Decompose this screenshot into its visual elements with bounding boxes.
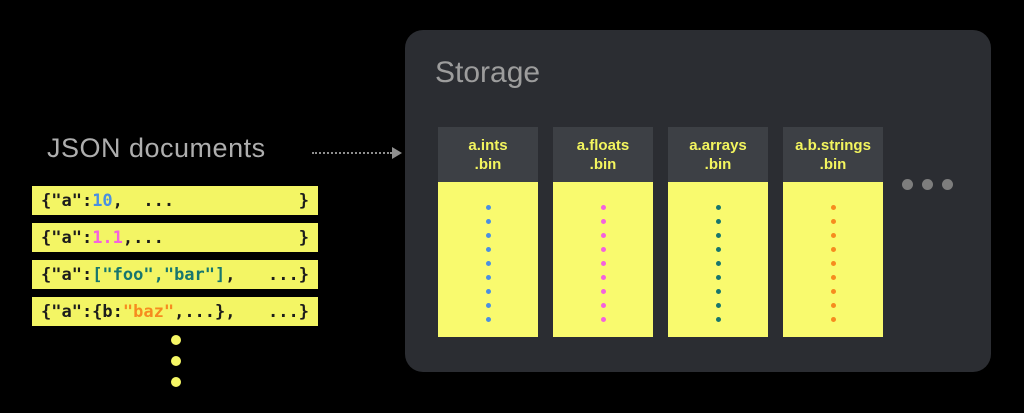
- data-dot: [715, 233, 721, 238]
- data-dot: [600, 261, 606, 266]
- data-dot: [600, 303, 606, 308]
- code-suffix: ,: [225, 264, 236, 285]
- data-dot: [600, 219, 606, 224]
- code-prefix: {"a":: [41, 264, 93, 285]
- data-dot: [715, 247, 721, 252]
- file-name-line2: .bin: [589, 155, 617, 173]
- storage-title: Storage: [435, 56, 541, 89]
- data-dot: [600, 275, 606, 280]
- data-dot: [715, 205, 721, 210]
- data-dot: [485, 247, 491, 252]
- code-suffix: , ...: [112, 190, 175, 211]
- json-document-row: {"a":["foo","bar"], ...}: [32, 260, 318, 289]
- storage-panel: Storage a.ints .bin a.floats .bin a.arra…: [405, 30, 991, 372]
- file-name-line2: .bin: [704, 155, 732, 173]
- json-documents-list: {"a":10, ... } {"a":1.1,... } {"a":["foo…: [32, 186, 318, 326]
- file-body: [783, 182, 883, 337]
- data-dot: [830, 205, 836, 210]
- data-dot: [715, 275, 721, 280]
- file-name-line1: a.arrays: [689, 136, 747, 154]
- data-dot: [830, 233, 836, 238]
- data-dot: [600, 317, 606, 322]
- file-name-line1: a.ints: [468, 136, 508, 154]
- ellipsis-dot: [922, 179, 933, 190]
- data-dot: [485, 317, 491, 322]
- data-dot: [600, 247, 606, 252]
- ellipsis-dot: [171, 377, 181, 387]
- json-document-row: {"a":10, ... }: [32, 186, 318, 215]
- arrow-json-to-storage: [312, 146, 406, 160]
- data-dot: [830, 219, 836, 224]
- data-dot: [715, 289, 721, 294]
- data-dot: [830, 317, 836, 322]
- data-dot: [715, 261, 721, 266]
- code-suffix: ,...: [122, 227, 164, 248]
- ellipsis-dot: [942, 179, 953, 190]
- code-value-int: 10: [92, 190, 113, 211]
- code-value-float: 1.1: [92, 227, 123, 248]
- data-dot: [830, 247, 836, 252]
- file-name-line2: .bin: [474, 155, 502, 173]
- code-value-string: "baz": [122, 301, 175, 322]
- arrow-head-icon: [392, 147, 402, 159]
- storage-files-row: a.ints .bin a.floats .bin a.arrays .bin …: [438, 127, 883, 337]
- data-dot: [485, 205, 491, 210]
- data-dot: [830, 303, 836, 308]
- ellipsis-dot: [171, 356, 181, 366]
- more-files-ellipsis: [902, 179, 953, 190]
- data-dot: [485, 289, 491, 294]
- data-dot: [715, 219, 721, 224]
- file-header: a.ints .bin: [438, 127, 538, 182]
- code-prefix: {"a":: [41, 190, 93, 211]
- more-documents-ellipsis: [171, 335, 181, 387]
- json-document-row: {"a":1.1,... }: [32, 223, 318, 252]
- data-dot: [485, 303, 491, 308]
- file-column-floats: a.floats .bin: [553, 127, 653, 337]
- file-name-line1: a.floats: [576, 136, 630, 154]
- code-suffix: ,...},: [174, 301, 236, 322]
- data-dot: [485, 261, 491, 266]
- code-closing-brace: ...}: [268, 264, 309, 285]
- code-closing-brace: }: [298, 190, 309, 211]
- code-value-array: ["foo","bar"]: [92, 264, 226, 285]
- data-dot: [715, 303, 721, 308]
- data-dot: [600, 289, 606, 294]
- file-name-line2: .bin: [819, 155, 847, 173]
- data-dot: [600, 233, 606, 238]
- arrow-dotted-line: [312, 152, 392, 154]
- file-header: a.arrays .bin: [668, 127, 768, 182]
- ellipsis-dot: [171, 335, 181, 345]
- data-dot: [485, 275, 491, 280]
- code-closing-brace: ...}: [268, 301, 309, 322]
- data-dot: [485, 219, 491, 224]
- file-body: [438, 182, 538, 337]
- file-name-line1: a.b.strings: [795, 136, 871, 154]
- file-header: a.floats .bin: [553, 127, 653, 182]
- file-body: [553, 182, 653, 337]
- code-prefix: {"a":: [41, 227, 93, 248]
- json-document-row: {"a":{b:"baz",...}, ...}: [32, 297, 318, 326]
- data-dot: [600, 205, 606, 210]
- file-header: a.b.strings .bin: [783, 127, 883, 182]
- data-dot: [830, 261, 836, 266]
- code-closing-brace: }: [298, 227, 309, 248]
- file-body: [668, 182, 768, 337]
- file-column-strings: a.b.strings .bin: [783, 127, 883, 337]
- data-dot: [715, 317, 721, 322]
- file-column-ints: a.ints .bin: [438, 127, 538, 337]
- json-documents-label: JSON documents: [47, 133, 266, 163]
- data-dot: [485, 233, 491, 238]
- ellipsis-dot: [902, 179, 913, 190]
- data-dot: [830, 289, 836, 294]
- code-prefix: {"a":{b:: [41, 301, 123, 322]
- file-column-arrays: a.arrays .bin: [668, 127, 768, 337]
- data-dot: [830, 275, 836, 280]
